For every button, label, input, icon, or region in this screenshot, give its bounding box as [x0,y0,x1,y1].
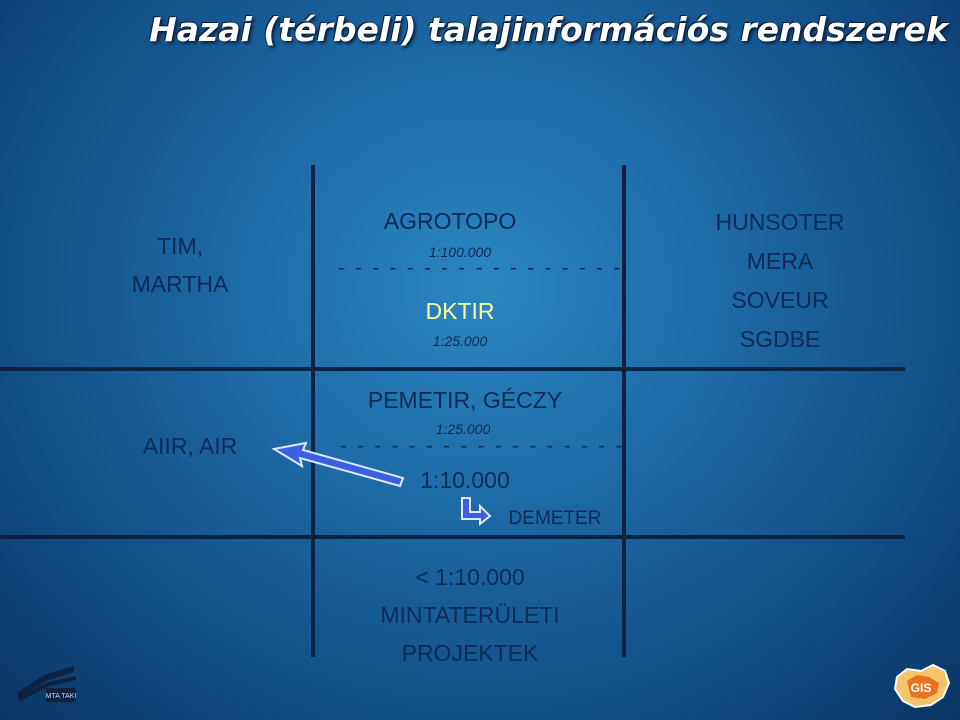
demeter-label: DEMETER [508,508,602,529]
bottom-line-1: < 1:10.000 [415,564,525,590]
grid-horizontal-line-bottom [0,535,905,539]
center-mid-divider: - - - - - - - - - - - - - - - - - [340,435,625,457]
left-top-line-1: TIM, [157,233,203,259]
bottom-line-2: MINTATERÜLETI [380,602,560,628]
center-top-divider: - - - - - - - - - - - - - - - - - [338,257,623,279]
mta-taki-logo: MTA TAKI [18,666,77,702]
right-top-line-3: SOVEUR [731,287,829,313]
grid-vertical-line-left [311,165,315,657]
pemetir-scale: 1:25.000 [435,421,491,437]
svg-text:GIS: GIS [911,681,932,695]
dktir-scale: 1:25.000 [432,333,488,349]
left-top-line-2: MARTHA [131,271,229,297]
dktir-label: DKTIR [425,298,495,324]
bent-arrow-right-icon [461,497,492,526]
agrotopo-scale: 1:100.000 [428,244,492,260]
right-top-line-2: MERA [746,248,814,274]
arrow-left-icon [271,441,405,488]
svg-text:MTA TAKI: MTA TAKI [46,693,77,700]
right-top-line-1: HUNSOTER [715,209,845,235]
grid-vertical-line-right [622,165,626,657]
bottom-line-3: PROJEKTEK [401,640,539,666]
left-mid-label: AIIR, AIR [142,433,238,459]
agrotopo-label: AGROTOPO [383,208,517,234]
gis-logo: GIS [893,663,951,709]
scale-10000-label: 1:10.000 [420,467,510,493]
right-top-line-4: SGDBE [739,326,821,352]
slide-title: Hazai (térbeli) talajinformációs rendsze… [149,10,948,49]
grid-horizontal-line-top [0,367,905,371]
pemetir-label: PEMETIR, GÉCZY [367,387,563,413]
